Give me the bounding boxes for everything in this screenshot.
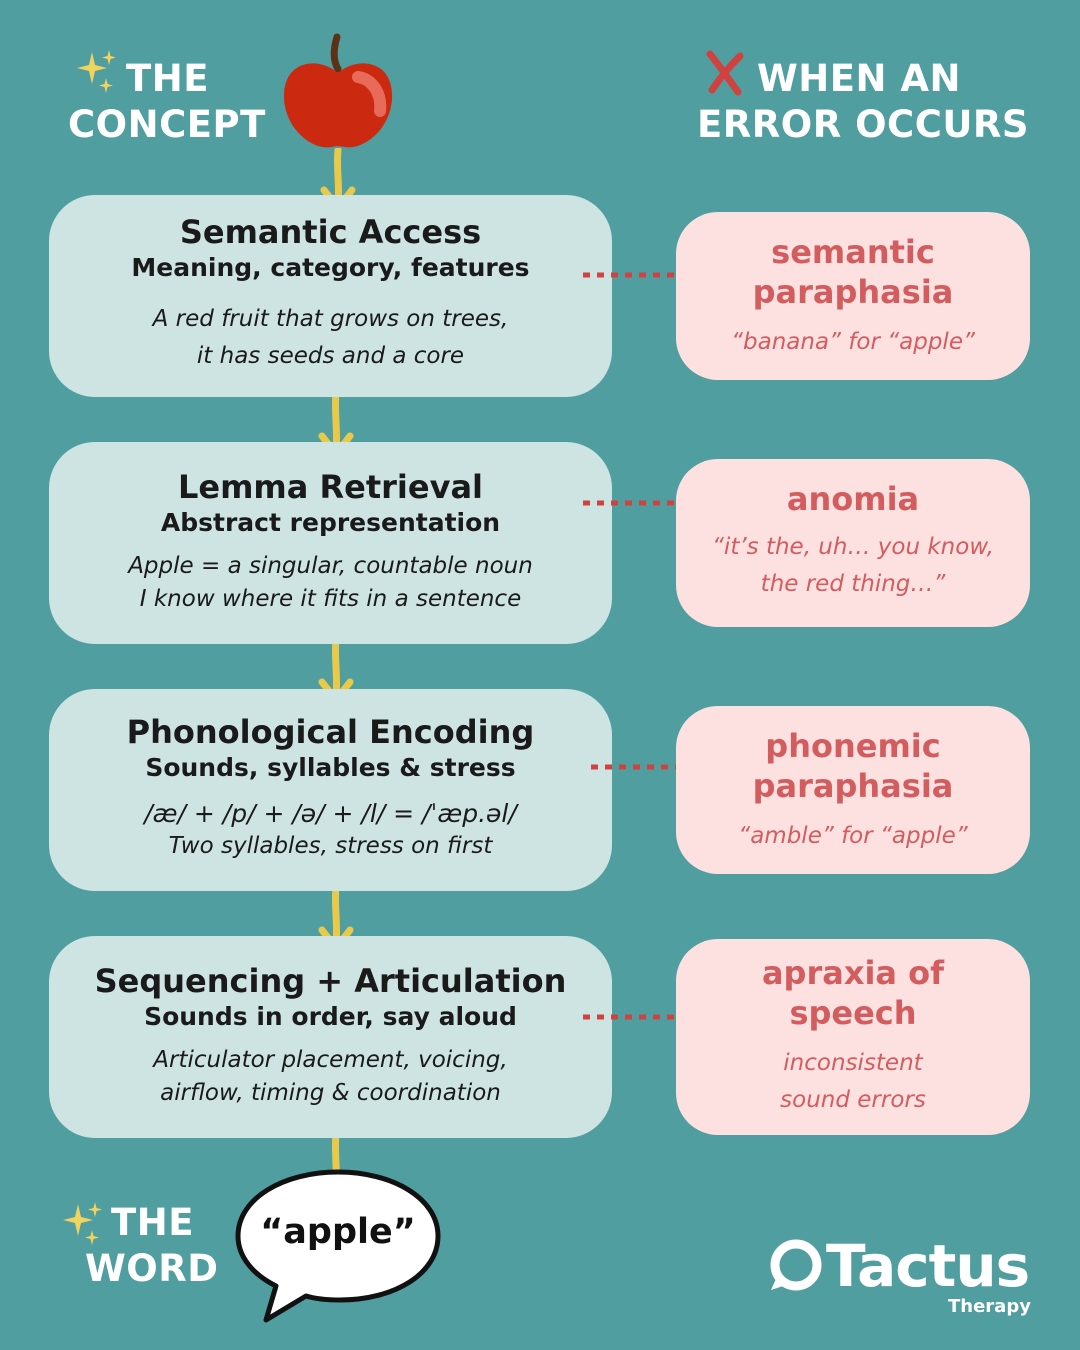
error-title-line2: paraphasia (752, 273, 954, 311)
stage-title: Sequencing + Articulation (94, 962, 567, 1000)
stage-desc-line2: it has seeds and a core (196, 343, 465, 369)
sparkle-icon (77, 50, 116, 93)
error-example: “amble” for “apple” (738, 823, 968, 849)
header-word-line2: WORD (85, 1247, 219, 1290)
error-example-line1: “it’s the, uh… you know, (712, 534, 994, 560)
stage-desc-line1: Articulator placement, voicing, (153, 1047, 508, 1073)
tactus-logo-icon (770, 1239, 822, 1291)
stage-title: Semantic Access (179, 213, 482, 251)
header-concept: THE CONCEPT (68, 56, 266, 148)
error-title-line2: paraphasia (752, 767, 954, 805)
error-example-line2: the red thing…” (760, 571, 946, 597)
error-example-line2: sound errors (780, 1087, 926, 1113)
error-title-line2: speech (789, 994, 917, 1032)
stage-subtitle: Meaning, category, features (131, 253, 530, 282)
error-example-line1: inconsistent (783, 1050, 923, 1076)
error-semantic-paraphasia: semantic paraphasia “banana” for “apple” (676, 212, 1030, 380)
speech-bubble (235, 1169, 441, 1323)
error-anomia: anomia “it’s the, uh… you know, the red … (676, 459, 1030, 627)
stage-title: Phonological Encoding (126, 713, 535, 751)
header-concept-line1: THE (126, 57, 209, 100)
stage-desc-line1: /æ/ + /p/ + /ə/ + /l/ = /ˈæp.əl/ (144, 799, 517, 828)
error-example: “banana” for “apple” (731, 329, 975, 355)
stage-subtitle: Sounds, syllables & stress (145, 753, 516, 782)
stage-desc-line2: airflow, timing & coordination (160, 1080, 501, 1106)
stage-lemma-retrieval: Lemma Retrieval Abstract representation … (49, 442, 612, 644)
stage-subtitle: Abstract representation (160, 508, 501, 537)
stage-desc-line2: Two syllables, stress on first (168, 833, 493, 859)
apple-icon (283, 33, 393, 148)
header-error-line2: ERROR OCCURS (697, 103, 1030, 146)
header-error-line1: WHEN AN (757, 57, 962, 100)
sparkle-icon (63, 1202, 102, 1245)
stage-desc-line1: Apple = a singular, countable noun (128, 553, 533, 579)
error-title-line1: phonemic (765, 727, 941, 765)
stage-title: Lemma Retrieval (177, 468, 484, 506)
brand-name: Tactus (826, 1232, 1030, 1300)
stage-sequencing-articulation: Sequencing + Articulation Sounds in orde… (49, 936, 612, 1138)
stage-desc-line1: A red fruit that grows on trees, (152, 306, 509, 332)
stage-phonological-encoding: Phonological Encoding Sounds, syllables … (49, 689, 612, 891)
error-title-line1: anomia (786, 480, 920, 518)
error-apraxia-of-speech: apraxia of speech inconsistent sound err… (676, 939, 1030, 1135)
error-title-line1: semantic (771, 233, 935, 271)
error-title-line1: apraxia of (761, 954, 945, 992)
stage-subtitle: Sounds in order, say aloud (144, 1002, 517, 1031)
header-error: WHEN AN ERROR OCCURS (697, 56, 1029, 148)
word-text: “apple” (260, 1212, 416, 1252)
stage-semantic-access: Semantic Access Meaning, category, featu… (49, 195, 612, 397)
header-word: THE WORD (85, 1200, 218, 1292)
brand-sub: Therapy (948, 1296, 1031, 1317)
stage-desc-line2: I know where it fits in a sentence (139, 586, 522, 612)
header-concept-line2: CONCEPT (68, 103, 266, 146)
error-phonemic-paraphasia: phonemic paraphasia “amble” for “apple” (676, 706, 1030, 874)
x-mark-icon (706, 50, 744, 96)
header-word-line1: THE (111, 1201, 194, 1244)
